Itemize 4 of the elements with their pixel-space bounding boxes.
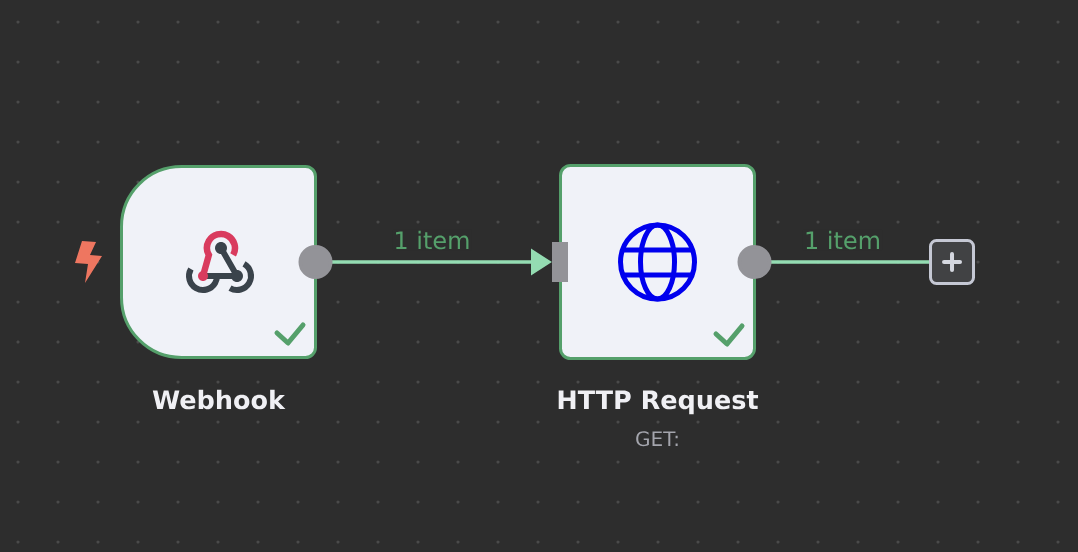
node-title: HTTP Request [558,390,759,415]
node-subtitle: GET: [636,431,678,447]
node-title: Webhook [152,389,286,410]
edge-label: 1 item [392,229,472,251]
